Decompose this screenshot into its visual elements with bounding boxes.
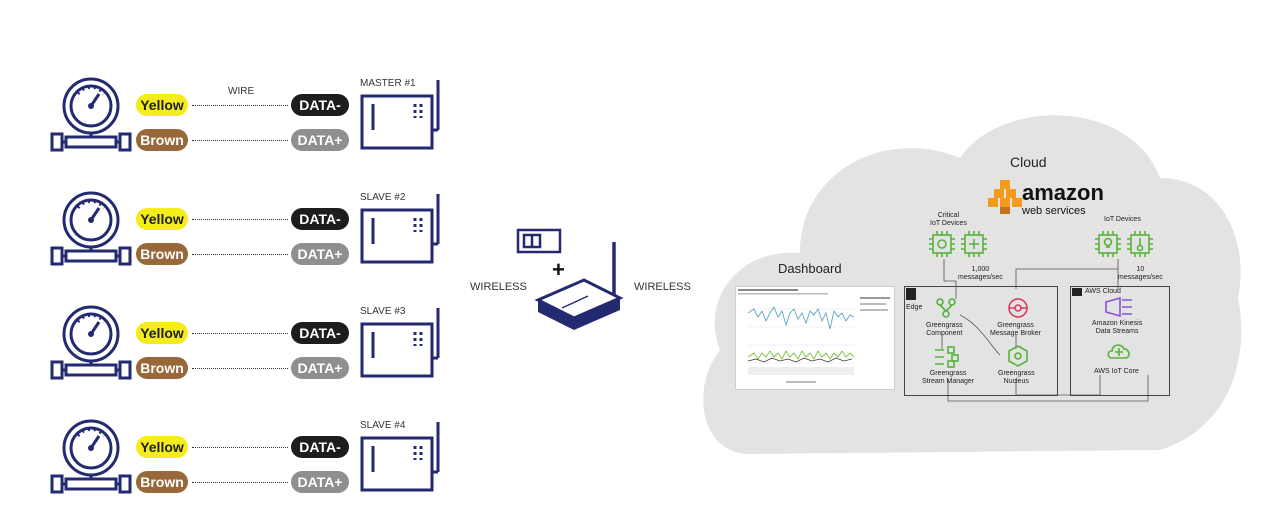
wireless-label-right: WIRELESS [634, 281, 691, 293]
wire-brown-badge: Brown [136, 129, 188, 151]
wireless-router-icon [534, 242, 624, 330]
wire-yellow-badge: Yellow [136, 436, 188, 458]
greengrass-nucleus-icon [1008, 345, 1028, 367]
data-minus-badge: DATA- [291, 208, 349, 230]
controller-device-icon [360, 194, 440, 264]
kinesis-label: Amazon Kinesis Data Streams [1092, 320, 1143, 335]
rate-iot-label: 10 messages/sec [1118, 266, 1163, 281]
pressure-gauge-icon [50, 419, 132, 494]
data-minus-badge: DATA- [291, 94, 349, 116]
dashboard-thumbnail [735, 286, 895, 390]
chip-plus-icon [961, 231, 987, 257]
wire-line [192, 482, 288, 483]
gg-nucleus-label: Greengrass Nucleus [998, 370, 1035, 385]
data-minus-badge: DATA- [291, 436, 349, 458]
chip-thermometer-icon [1127, 231, 1153, 257]
greengrass-broker-icon [1008, 298, 1028, 318]
iot-devices-label: IoT Devices [1104, 216, 1141, 223]
edge-label: Edge [906, 304, 923, 311]
wire-line [192, 447, 288, 448]
wire-yellow-badge: Yellow [136, 208, 188, 230]
plus-sign: + [552, 257, 565, 282]
wire-line [192, 333, 288, 334]
pressure-gauge-icon [50, 77, 132, 152]
device-label: MASTER #1 [360, 78, 416, 89]
wire-line [192, 254, 288, 255]
data-plus-badge: DATA+ [291, 243, 349, 265]
controller-device-icon [360, 422, 440, 492]
wire-brown-badge: Brown [136, 357, 188, 379]
aws-brand-main: amazon [1022, 180, 1104, 205]
wire-yellow-badge: Yellow [136, 322, 188, 344]
rate-critical-label: 1,000 messages/sec [958, 266, 1003, 281]
aws-cloud-box [1070, 286, 1170, 396]
device-label: SLAVE #4 [360, 420, 406, 431]
wire-yellow-badge: Yellow [136, 94, 188, 116]
device-label: SLAVE #2 [360, 192, 406, 203]
wire-line [192, 105, 288, 106]
aws-brand-sub: web services [1022, 205, 1086, 217]
chip-sync-icon [929, 231, 955, 257]
data-plus-badge: DATA+ [291, 357, 349, 379]
wireless-label-left: WIRELESS [470, 281, 527, 293]
aws-cloud-tag-icon [1072, 288, 1082, 296]
controller-device-icon [360, 80, 440, 150]
pressure-gauge-icon [50, 305, 132, 380]
gg-broker-label: Greengrass Message Broker [990, 322, 1041, 337]
chip-bulb-icon [1095, 231, 1121, 257]
dashboard-title: Dashboard [778, 261, 842, 276]
sim-card-icon [516, 228, 562, 254]
aws-cloud-label: AWS Cloud [1085, 288, 1121, 295]
iot-core-label: AWS IoT Core [1094, 368, 1139, 375]
wire-line [192, 140, 288, 141]
pressure-gauge-icon [50, 191, 132, 266]
edge-tag-icon [906, 288, 916, 300]
kinesis-icon [1105, 296, 1132, 318]
device-label: SLAVE #3 [360, 306, 406, 317]
gg-component-label: Greengrass Component [926, 322, 963, 337]
controller-device-icon [360, 308, 440, 378]
data-plus-badge: DATA+ [291, 471, 349, 493]
wire-label: WIRE [228, 86, 255, 97]
aws-cubes-icon [988, 180, 1022, 214]
iot-core-icon [1107, 344, 1130, 359]
data-minus-badge: DATA- [291, 322, 349, 344]
greengrass-stream-icon [935, 346, 959, 368]
data-plus-badge: DATA+ [291, 129, 349, 151]
cloud-title: Cloud [1010, 154, 1047, 170]
greengrass-component-icon [936, 298, 956, 318]
dashboard-chart-icon [738, 289, 890, 383]
wire-line [192, 219, 288, 220]
wire-brown-badge: Brown [136, 243, 188, 265]
wire-line [192, 368, 288, 369]
critical-devices-label: Critical IoT Devices [930, 212, 967, 227]
gg-stream-label: Greengrass Stream Manager [922, 370, 975, 385]
edge-box [904, 286, 1058, 396]
wire-brown-badge: Brown [136, 471, 188, 493]
